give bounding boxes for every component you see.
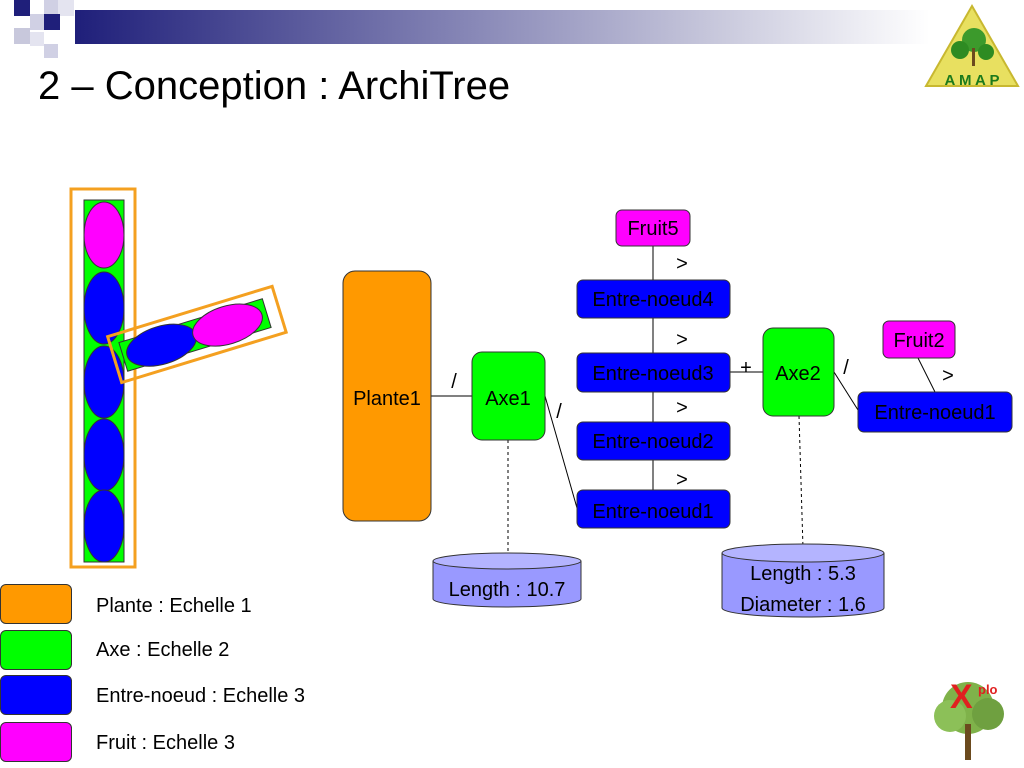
succeed-symbol: > [676,397,688,419]
xplo-logo: X plo [934,678,1004,760]
internode-ellipse [83,271,125,345]
node-entre-noeud2-shape [576,421,731,461]
node-plante1-shape [342,270,432,522]
header-square [44,0,60,16]
node-axe1-shape [471,351,546,441]
node-fruit5-label: Fruit5 [627,218,678,240]
edge-fruit2-en1b [917,357,936,393]
attribute-axe1-top [432,552,582,570]
node-entre-noeud2[interactable]: Entre-noeud2 [576,421,731,461]
legend-label-fruit: Fruit : Echelle 3 [96,732,235,754]
node-entre-noeud1-branch-label: Entre-noeud1 [874,402,995,424]
header-square [30,32,44,46]
succeed-symbol: > [942,365,954,387]
node-entre-noeud1-branch-shape [857,391,1013,433]
node-entre-noeud4-shape [576,279,731,319]
xplo-trunk [965,724,971,760]
amap-logo-text: A M A P [945,72,1000,89]
node-entre-noeud3[interactable]: Entre-noeud3 [576,352,731,393]
attribute-axe1-length: Length : 10.7 [449,579,566,601]
xplo-letter: X [950,678,973,716]
amap-tree-icon [978,44,994,60]
header-decoration [14,0,930,58]
node-axe1-label: Axe1 [485,388,531,410]
node-axe2[interactable]: Axe2 [762,327,835,417]
node-entre-noeud2-label: Entre-noeud2 [592,431,713,453]
xplo-foliage-icon [934,700,966,732]
node-fruit2-shape [882,320,956,359]
amap-tree-icon [951,41,969,59]
fruit-ellipse [192,303,263,347]
decompose-symbol: / [556,401,562,423]
header-gradient-bar [75,10,930,44]
legend-swatch-plante [0,584,72,624]
attribute-axe2-top [721,543,885,563]
node-entre-noeud1[interactable]: Entre-noeud1 [576,489,731,529]
attribute-axe2: Length : 5.3 Diameter : 1.6 [721,543,885,618]
decompose-symbol: / [451,371,457,393]
slide-title: 2 – Conception : ArchiTree [38,64,511,108]
node-entre-noeud3-shape [576,352,731,393]
succeed-symbol: > [676,469,688,491]
attribute-axe2-diameter: Diameter : 1.6 [740,594,866,616]
legend-label-axe: Axe : Echelle 2 [96,639,230,661]
node-entre-noeud1-branch[interactable]: Entre-noeud1 [857,391,1013,433]
node-axe1[interactable]: Axe1 [471,351,546,441]
internode-ellipse [83,489,125,563]
axis-frame-branch [105,284,289,385]
xplo-text: plo [978,682,998,697]
legend-swatch-axe [0,630,72,670]
fruit-ellipse [83,201,125,269]
edge-axe2-en1b [833,371,859,411]
legend-label-entre-noeud: Entre-noeud : Echelle 3 [96,685,306,707]
attribute-axe2-body [721,553,885,618]
xplo-foliage-icon [972,698,1004,730]
tree-illustration [69,187,289,569]
node-entre-noeud3-label: Entre-noeud3 [592,363,713,385]
node-fruit5[interactable]: Fruit5 [615,209,691,247]
header-square [44,44,58,58]
attribute-axe1-body [432,561,582,608]
succeed-symbol: > [676,329,688,351]
header-square [58,0,74,16]
node-axe2-shape [762,327,835,417]
header-square [14,28,30,44]
legend-swatch-fruit [0,722,72,762]
legend-swatch-entre-noeud [0,675,72,715]
header-square [14,0,30,16]
node-plante1-label: Plante1 [353,388,421,410]
legend-label-plante: Plante : Echelle 1 [96,595,252,617]
node-entre-noeud1-shape [576,489,731,529]
node-fruit5-shape [615,209,691,247]
node-axe2-label: Axe2 [775,363,821,385]
attribute-axe1: Length : 10.7 [432,552,582,608]
succeed-symbol: > [676,253,688,275]
edge-axe2-attr [798,415,804,549]
amap-logo: A M A P [924,3,1020,89]
node-entre-noeud4[interactable]: Entre-noeud4 [576,279,731,319]
header-square [30,14,46,30]
node-plante1[interactable]: Plante1 [342,270,432,522]
node-entre-noeud1-label: Entre-noeud1 [592,501,713,523]
node-fruit2-label: Fruit2 [893,330,944,352]
node-fruit2[interactable]: Fruit2 [882,320,956,359]
amap-trunk [972,48,975,66]
decompose-symbol: / [843,357,849,379]
edge-axe1-en1 [544,395,578,509]
branch-symbol: + [740,357,752,379]
header-square [44,14,60,30]
node-entre-noeud4-label: Entre-noeud4 [592,289,713,311]
attribute-axe2-length: Length : 5.3 [750,563,856,585]
